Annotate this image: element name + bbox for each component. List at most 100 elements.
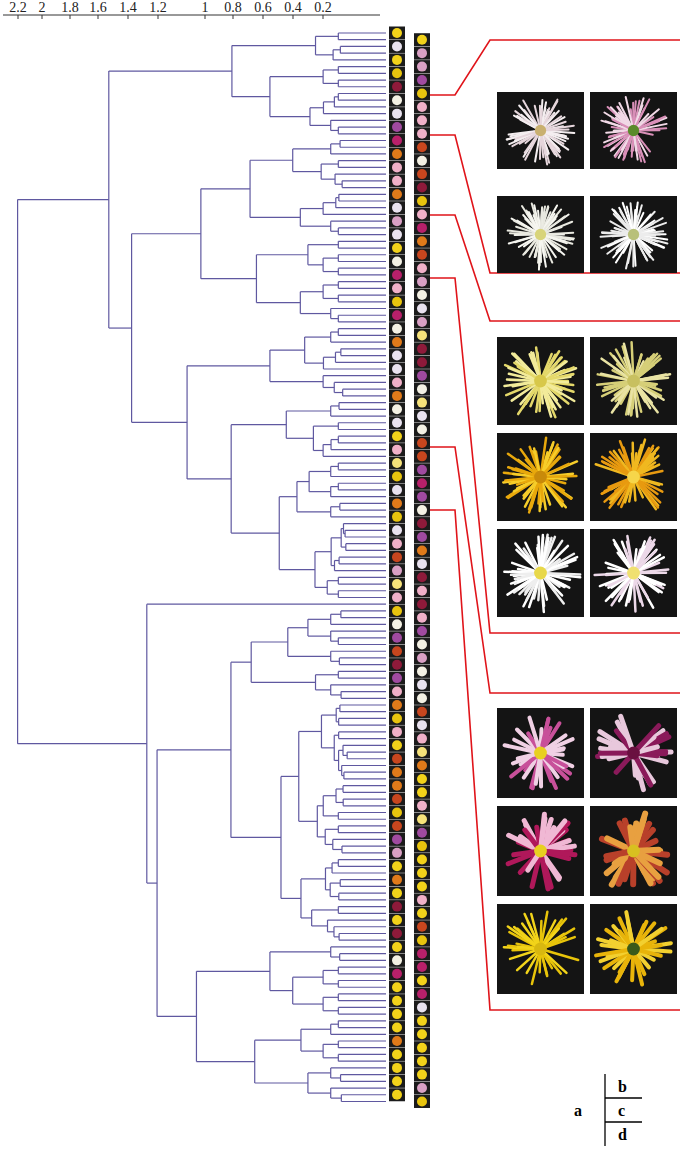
dendrogram-branch	[338, 825, 386, 826]
flower-thumbnail	[389, 672, 405, 685]
dendrogram-branch	[323, 815, 338, 816]
dendrogram-branch	[331, 342, 386, 343]
dendrogram-branch	[339, 725, 386, 726]
dendrogram-branch	[343, 755, 347, 756]
dendrogram-branch	[339, 933, 386, 934]
flower-thumbnail	[389, 174, 405, 187]
flower-thumbnail-bloom	[392, 700, 402, 710]
flower-thumbnail	[389, 752, 405, 765]
flower-thumbnail-bloom	[392, 996, 402, 1006]
flower-thumbnail	[414, 221, 430, 234]
dendrogram-branch	[293, 1003, 323, 1004]
dendrogram-branch	[338, 79, 386, 80]
dendrogram-branch	[323, 258, 338, 259]
dendrogram-branch	[251, 641, 288, 642]
flower-thumbnail-bloom	[417, 492, 427, 502]
flower-thumbnail	[389, 228, 405, 241]
flower-thumbnail-bloom	[392, 189, 402, 199]
flower-thumbnail-bloom	[392, 216, 402, 226]
flower-thumbnail-bloom	[417, 317, 427, 327]
flower-thumbnail	[414, 410, 430, 423]
flower-thumbnail	[414, 544, 430, 557]
flower-thumbnail-bloom	[417, 881, 427, 891]
dendrogram-branch	[341, 617, 386, 618]
dendrogram-branch	[344, 772, 386, 773]
photo-panels	[497, 92, 677, 994]
dendrogram-branch	[281, 776, 299, 777]
flower-thumbnail	[389, 53, 405, 66]
axis-label: 0.8	[224, 1, 242, 15]
leader-line	[415, 278, 680, 633]
dendrogram-branch	[323, 983, 338, 984]
flower-thumbnail-bloom	[392, 1049, 402, 1059]
flower-thumbnail	[414, 1095, 430, 1108]
dendrogram-branch	[201, 188, 250, 189]
flower-thumbnail	[389, 497, 405, 510]
flower-thumbnail	[414, 786, 430, 799]
flower-thumbnail	[389, 242, 405, 255]
flower-thumbnail-bloom	[392, 55, 402, 65]
flower-thumbnail	[414, 705, 430, 718]
flower-thumbnail	[389, 833, 405, 846]
flower-thumbnail	[389, 604, 405, 617]
flower-thumbnail	[389, 215, 405, 228]
dendrogram-branch	[331, 641, 339, 642]
flower-thumbnail	[389, 349, 405, 362]
dendrogram-branch	[338, 73, 386, 74]
flower-thumbnail	[414, 531, 430, 544]
dendrogram-branch	[270, 381, 323, 382]
flower-thumbnail-bloom	[392, 660, 402, 670]
flower-thumbnail	[414, 880, 430, 893]
dendrogram-branch	[333, 839, 386, 840]
flower-thumbnail	[414, 289, 430, 302]
flower-thumbnail-bloom	[392, 256, 402, 266]
flower-thumbnail-bloom	[417, 304, 427, 314]
flower-thumbnail	[414, 611, 430, 624]
dendrogram-branch	[339, 563, 386, 564]
dendrogram-branch	[339, 940, 386, 941]
dendrogram-branch	[339, 738, 386, 739]
flower-thumbnail-bloom	[392, 418, 402, 428]
dendrogram-branch	[338, 39, 386, 40]
flower-thumbnail-bloom	[417, 209, 427, 219]
flower-thumbnail	[389, 645, 405, 658]
dendrogram-branch	[308, 619, 331, 620]
flower-thumbnail	[389, 27, 405, 40]
dendrogram-branch	[17, 200, 18, 744]
flower-thumbnail-bloom	[392, 740, 402, 750]
dendrogram-branch	[335, 174, 386, 175]
flower-thumbnail-bloom	[392, 28, 402, 38]
dendrogram-branch	[331, 565, 334, 566]
dendrogram-branch	[147, 883, 157, 884]
dendrogram-branch	[323, 375, 386, 376]
flower-thumbnail-bloom	[392, 848, 402, 858]
dendrogram-branch	[330, 882, 340, 883]
flower-thumbnail	[414, 813, 430, 826]
flower-thumbnail	[389, 537, 405, 550]
dendrogram-branch	[338, 167, 386, 168]
axis-tick	[323, 15, 324, 19]
key-line	[605, 1097, 642, 1098]
flower-thumbnail	[389, 618, 405, 631]
flower-thumbnail-bloom	[392, 1009, 402, 1019]
flower-thumbnail-bloom	[392, 149, 402, 159]
axis-label: 0.2	[314, 1, 332, 15]
dendrogram-branch	[109, 71, 232, 72]
flower-thumbnail	[414, 772, 430, 785]
dendrogram-branch	[338, 980, 386, 981]
flower-thumbnail-bloom	[392, 1036, 402, 1046]
flower-thumbnail-bloom	[417, 545, 427, 555]
flower-thumbnail-bloom	[417, 263, 427, 273]
flower-thumbnail-bloom	[417, 868, 427, 878]
dendrogram-branch	[196, 1061, 254, 1062]
flower-thumbnail	[389, 363, 405, 376]
dendrogram-branch	[340, 46, 386, 47]
flower-thumbnail	[389, 67, 405, 80]
flower-thumbnail-bloom	[417, 666, 427, 676]
dendrogram-branch	[157, 1016, 196, 1017]
flower-thumbnail	[389, 282, 405, 295]
dendrogram-branch	[342, 846, 386, 847]
dendrogram-branch	[338, 66, 386, 67]
flower-thumbnail-bloom	[392, 122, 402, 132]
flower-thumbnail	[389, 80, 405, 93]
